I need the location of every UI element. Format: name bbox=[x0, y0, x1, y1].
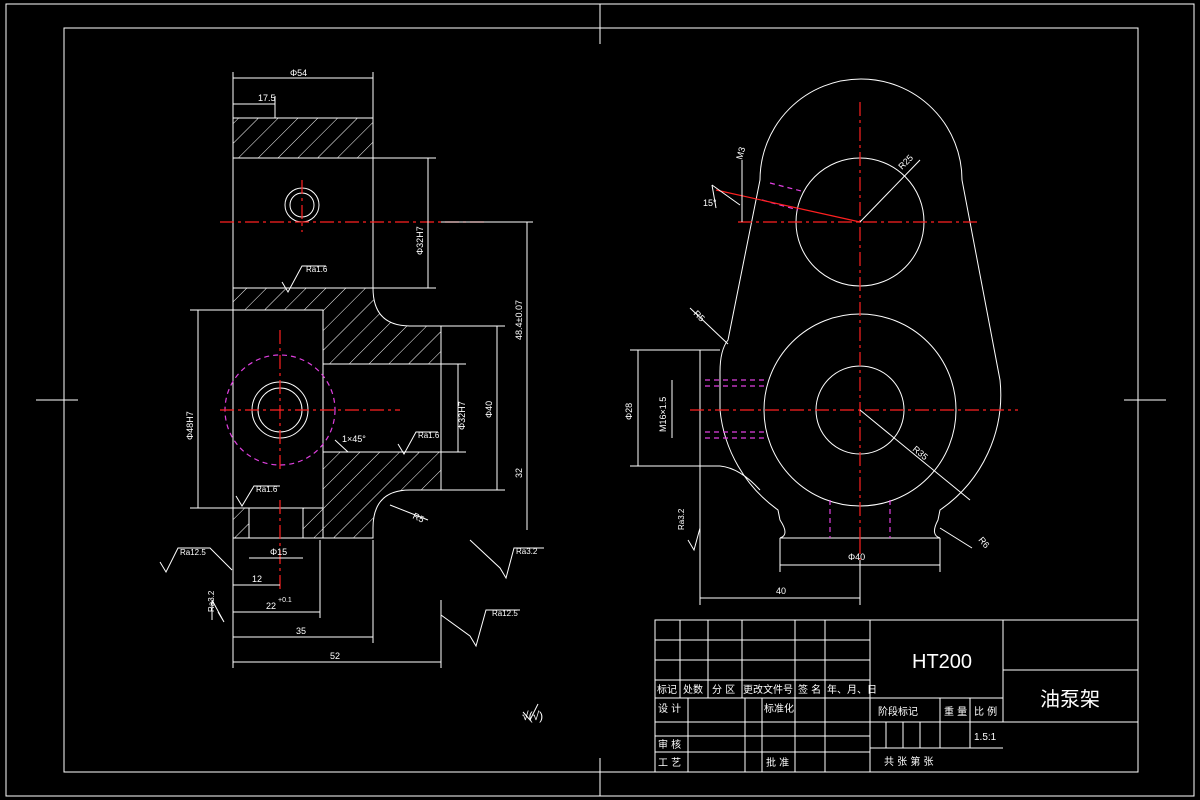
rough-ra32b: Ra3.2 bbox=[516, 547, 538, 556]
dim-48-4: 48.4±0.07 bbox=[514, 300, 524, 340]
dim-22-tol: +0.1 bbox=[278, 597, 292, 604]
rough-ra125a: Ra12.5 bbox=[180, 548, 206, 557]
hatch-lower bbox=[322, 451, 442, 539]
dim-r5: R5 bbox=[411, 511, 426, 525]
standardize-label: 标准化 bbox=[764, 702, 794, 715]
plan-view-labels: R25 R35 15° M3 R5 Φ28 M16×1.5 Φ40 40 R6 … bbox=[624, 146, 992, 596]
dim-r35: R35 bbox=[911, 444, 930, 462]
dim-chamfer: 1×45° bbox=[342, 434, 366, 444]
dim-d40b: Φ40 bbox=[848, 552, 865, 562]
sheets-label: 共 张 第 张 bbox=[884, 755, 934, 768]
material-label: HT200 bbox=[912, 651, 972, 673]
dim-r6: R6 bbox=[976, 535, 991, 550]
hatch-body bbox=[232, 287, 442, 365]
dim-angle15: 15° bbox=[703, 198, 717, 208]
dim-40: 40 bbox=[776, 586, 786, 596]
rough-ra16b: Ra1.6 bbox=[418, 431, 440, 440]
dim-35: 35 bbox=[296, 626, 306, 636]
review-label: 审 核 bbox=[658, 738, 681, 751]
hatch-top bbox=[232, 117, 374, 159]
approve-label: 批 准 bbox=[766, 756, 789, 769]
sheet-border bbox=[5, 3, 1195, 797]
title-block bbox=[654, 619, 1139, 773]
plan-view bbox=[630, 78, 1018, 605]
rough-ra32a: Ra3.2 bbox=[207, 590, 216, 612]
dim-bore-inner: Φ32H7 bbox=[457, 401, 467, 430]
rough-ra16a: Ra1.6 bbox=[306, 265, 328, 274]
row-label-4: 签 名 bbox=[798, 683, 821, 696]
dim-22: 22 bbox=[266, 601, 276, 611]
row-label-0: 标记 bbox=[657, 684, 677, 696]
design-label: 设 计 bbox=[658, 702, 681, 715]
dim-m3: M3 bbox=[734, 146, 747, 161]
part-name: 油泵架 bbox=[1040, 687, 1100, 711]
rough-ra32c: Ra3.2 bbox=[677, 508, 686, 530]
dim-d15: Φ15 bbox=[270, 547, 287, 557]
title-block-text: HT200 油泵架 标记 处数 分 区 更改文件号 签 名 年、月、日 设 计 … bbox=[657, 651, 1100, 769]
dim-12: 12 bbox=[252, 574, 262, 584]
rough-ra16c: Ra1.6 bbox=[256, 485, 278, 494]
section-view-labels: Φ54 17.5 Φ32H7 48.4±0.07 Φ48H7 Φ32H7 Φ40… bbox=[180, 68, 543, 723]
dim-m16: M16×1.5 bbox=[658, 397, 668, 432]
dim-bore-top: Φ32H7 bbox=[415, 226, 425, 255]
row-label-1: 处数 bbox=[683, 683, 703, 696]
dim-17-5: 17.5 bbox=[258, 93, 276, 103]
dim-d40: Φ40 bbox=[484, 401, 494, 418]
row-label-2: 分 区 bbox=[712, 684, 735, 696]
outer-profile bbox=[719, 78, 1002, 539]
dim-32: 32 bbox=[514, 468, 524, 478]
row-label-3: 更改文件号 bbox=[743, 683, 793, 696]
rough-ra125b: Ra12.5 bbox=[492, 609, 518, 618]
dim-top-width: Φ54 bbox=[290, 68, 307, 78]
scale-value: 1.5:1 bbox=[974, 732, 997, 743]
stage-mark-label: 阶段标记 bbox=[878, 705, 918, 718]
dim-bore-left: Φ48H7 bbox=[185, 411, 195, 440]
scale-label: 比 例 bbox=[974, 705, 997, 718]
general-roughness: √(√) bbox=[522, 709, 543, 723]
hatch-foot-left bbox=[232, 507, 250, 539]
dim-d28: Φ28 bbox=[624, 403, 634, 420]
process-label: 工 艺 bbox=[658, 757, 681, 769]
section-view bbox=[159, 72, 544, 721]
weight-label: 重 量 bbox=[944, 705, 967, 718]
dim-52: 52 bbox=[330, 651, 340, 661]
row-label-5: 年、月、日 bbox=[827, 683, 877, 696]
hatch-foot-right bbox=[302, 507, 324, 539]
